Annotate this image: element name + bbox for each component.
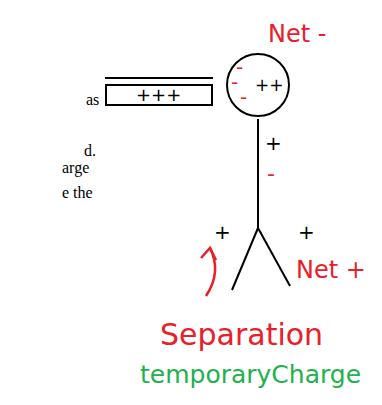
node-text: ++ [255,77,284,94]
figure-head: ---++ [226,53,290,117]
net-charge-note: Net + [296,258,366,282]
charge-sign: - [267,163,275,185]
text-fragment: e the [62,185,93,201]
text-fragment: as [86,92,99,108]
charge-sign: + [298,222,315,242]
net-charge-note: Net - [268,22,326,46]
text-fragment: d. [84,143,96,159]
arrow-head [201,248,216,260]
charged-rod: +++ [105,84,213,106]
text-fragment: arge [62,160,89,176]
rod-edge [105,77,213,79]
charge-sign: + [214,222,231,242]
handwritten-note: Separation [160,320,323,350]
figure-leg [232,228,258,290]
figure-body [257,119,259,228]
charge-sign: + [265,133,282,153]
node-text: +++ [136,86,181,104]
node-text: - [231,72,238,92]
figure-leg [258,228,290,286]
handwritten-note: temporaryCharge [140,362,361,387]
node-text: - [240,87,247,107]
